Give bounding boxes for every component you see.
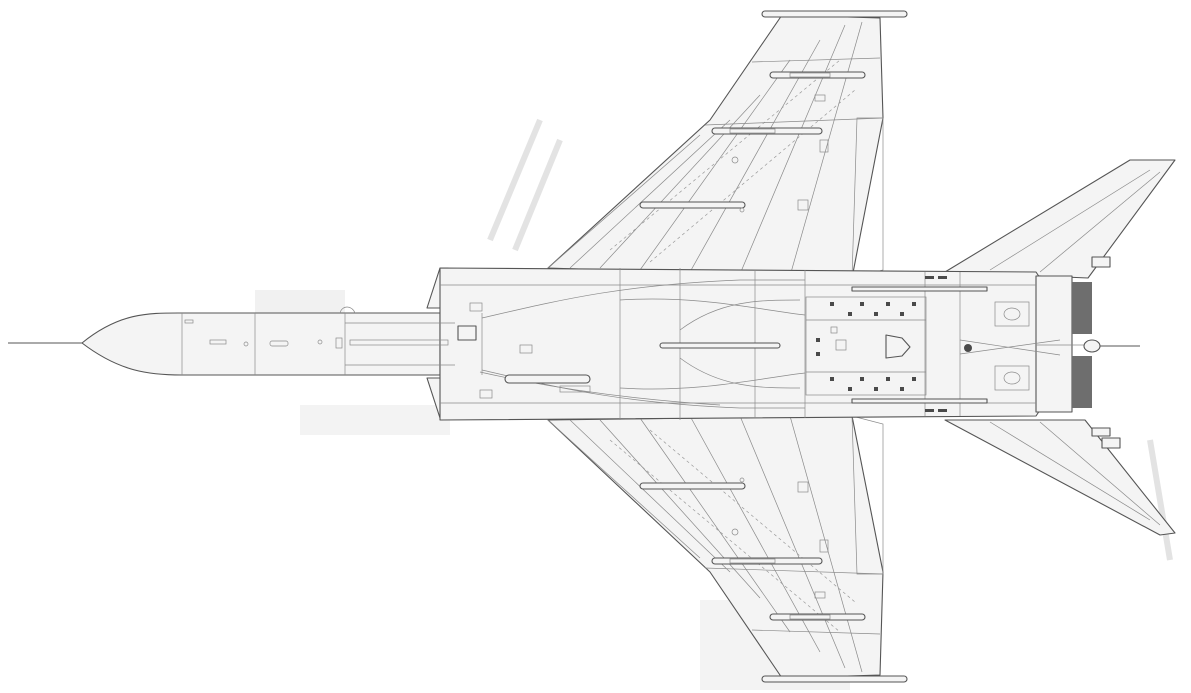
aft-equipment-bay [805, 276, 1061, 412]
fuselage [8, 267, 1140, 421]
lower-tailplane [944, 419, 1176, 536]
upper-tailplane [944, 159, 1176, 279]
upper-wing [547, 10, 908, 279]
lower-wing [547, 415, 908, 683]
